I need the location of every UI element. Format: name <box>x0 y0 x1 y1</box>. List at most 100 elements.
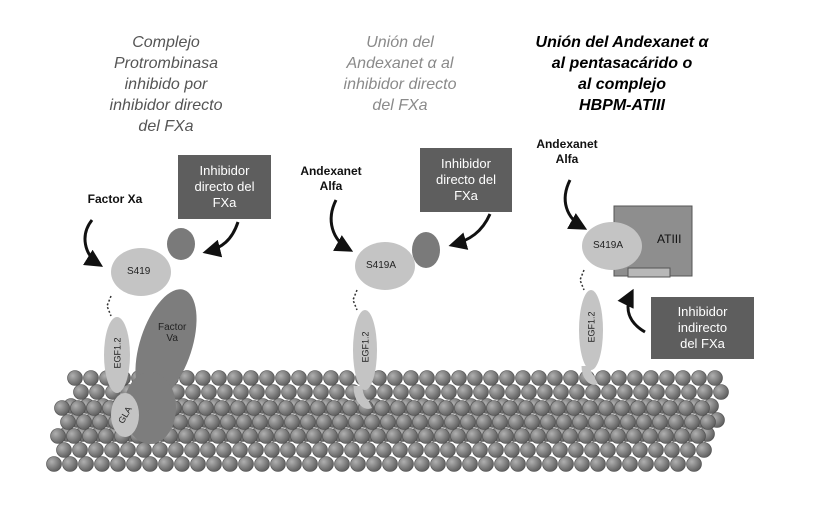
membrane-lipid-head <box>387 370 403 386</box>
membrane-lipid-head <box>622 456 638 472</box>
s419a-domain-middle <box>355 242 415 290</box>
membrane-lipid-head <box>246 400 262 416</box>
membrane-lipid-head <box>547 370 563 386</box>
membrane-lipid-head <box>254 456 270 472</box>
membrane-lipid-head <box>508 414 524 430</box>
membrane-lipid-head <box>78 456 94 472</box>
membrane-lipid-head <box>486 400 502 416</box>
membrane-lipid-head <box>216 442 232 458</box>
membrane-lipid-head <box>348 414 364 430</box>
membrane-lipid-head <box>670 456 686 472</box>
membrane-lipid-head <box>611 370 627 386</box>
membrane-lipid-head <box>499 370 515 386</box>
membrane-lipid-head <box>531 370 547 386</box>
membrane-lipid-head <box>194 428 210 444</box>
membrane-lipid-head <box>632 442 648 458</box>
membrane-lipid-head <box>473 384 489 400</box>
tail-middle <box>353 385 373 409</box>
membrane-lipid-head <box>270 456 286 472</box>
membrane-lipid-head <box>558 456 574 472</box>
membrane-lipid-head <box>281 384 297 400</box>
membrane-lipid-head <box>323 370 339 386</box>
membrane-lipid-head <box>86 400 102 416</box>
membrane-lipid-head <box>515 370 531 386</box>
membrane-lipid-head <box>66 428 82 444</box>
membrane-lipid-head <box>326 400 342 416</box>
membrane-lipid-head <box>681 384 697 400</box>
membrane-lipid-head <box>380 414 396 430</box>
membrane-lipid-head <box>236 414 252 430</box>
disulfide-link-left <box>106 295 112 317</box>
membrane-lipid-head <box>684 414 700 430</box>
membrane-lipid-head <box>428 414 444 430</box>
membrane-lipid-head <box>195 370 211 386</box>
box-direct-inhibitor-left: Inhibidor directo del FXa <box>178 155 271 219</box>
membrane-lipid-head <box>354 428 370 444</box>
membrane-lipid-head <box>220 414 236 430</box>
membrane-lipid-head <box>227 370 243 386</box>
membrane-lipid-head <box>556 414 572 430</box>
membrane-lipid-head <box>230 400 246 416</box>
membrane-lipid-head <box>700 414 716 430</box>
membrane-lipid-head <box>553 384 569 400</box>
membrane-lipid-head <box>313 384 329 400</box>
membrane-lipid-head <box>46 456 62 472</box>
membrane-lipid-head <box>518 400 534 416</box>
membrane-lipid-head <box>654 456 670 472</box>
membrane-lipid-head <box>652 414 668 430</box>
box-direct-inhibitor-middle: Inhibidor directo del FXa <box>420 148 512 212</box>
title-prothrombinase: Complejo Protrombinasa inhibido por inhi… <box>109 34 223 135</box>
membrane-lipid-head <box>217 384 233 400</box>
membrane-lipid-head <box>620 414 636 430</box>
membrane-lipid-head <box>434 428 450 444</box>
disulfide-link-right <box>579 269 585 291</box>
cell-membrane <box>46 370 729 472</box>
membrane-lipid-head <box>60 414 76 430</box>
membrane-lipid-head <box>252 414 268 430</box>
membrane-lipid-head <box>329 384 345 400</box>
membrane-lipid-head <box>534 400 550 416</box>
membrane-lipid-head <box>536 442 552 458</box>
membrane-lipid-head <box>386 428 402 444</box>
membrane-lipid-head <box>456 442 472 458</box>
membrane-lipid-head <box>243 370 259 386</box>
membrane-lipid-head <box>566 400 582 416</box>
membrane-lipid-head <box>334 456 350 472</box>
membrane-lipid-head <box>342 400 358 416</box>
s419a-domain-right <box>582 222 642 270</box>
membrane-lipid-head <box>638 456 654 472</box>
membrane-lipid-head <box>665 384 681 400</box>
membrane-lipid-head <box>284 414 300 430</box>
membrane-lipid-head <box>275 370 291 386</box>
membrane-lipid-head <box>524 414 540 430</box>
membrane-lipid-head <box>178 428 194 444</box>
membrane-lipid-head <box>530 428 546 444</box>
membrane-lipid-head <box>441 384 457 400</box>
membrane-lipid-head <box>633 384 649 400</box>
membrane-lipid-head <box>412 414 428 430</box>
membrane-lipid-head <box>594 428 610 444</box>
membrane-lipid-head <box>339 370 355 386</box>
arrow-andexanet-right <box>563 179 588 230</box>
membrane-lipid-head <box>636 414 652 430</box>
membrane-lipid-head <box>691 370 707 386</box>
membrane-lipid-head <box>306 428 322 444</box>
membrane-lipid-head <box>322 428 338 444</box>
andexanet-atiii-complex <box>579 205 693 385</box>
membrane-lipid-head <box>697 384 713 400</box>
membrane-lipid-head <box>328 442 344 458</box>
membrane-lipid-head <box>649 384 665 400</box>
membrane-lipid-head <box>450 428 466 444</box>
membrane-lipid-head <box>502 400 518 416</box>
membrane-lipid-head <box>494 456 510 472</box>
membrane-lipid-head <box>300 414 316 430</box>
membrane-lipid-head <box>686 456 702 472</box>
membrane-lipid-head <box>274 428 290 444</box>
membrane-lipid-head <box>440 442 456 458</box>
membrane-lipid-head <box>414 456 430 472</box>
arrow-indirect-inhibitor <box>617 288 646 334</box>
s419-domain <box>111 248 171 296</box>
membrane-lipid-head <box>50 428 66 444</box>
membrane-lipid-head <box>585 384 601 400</box>
